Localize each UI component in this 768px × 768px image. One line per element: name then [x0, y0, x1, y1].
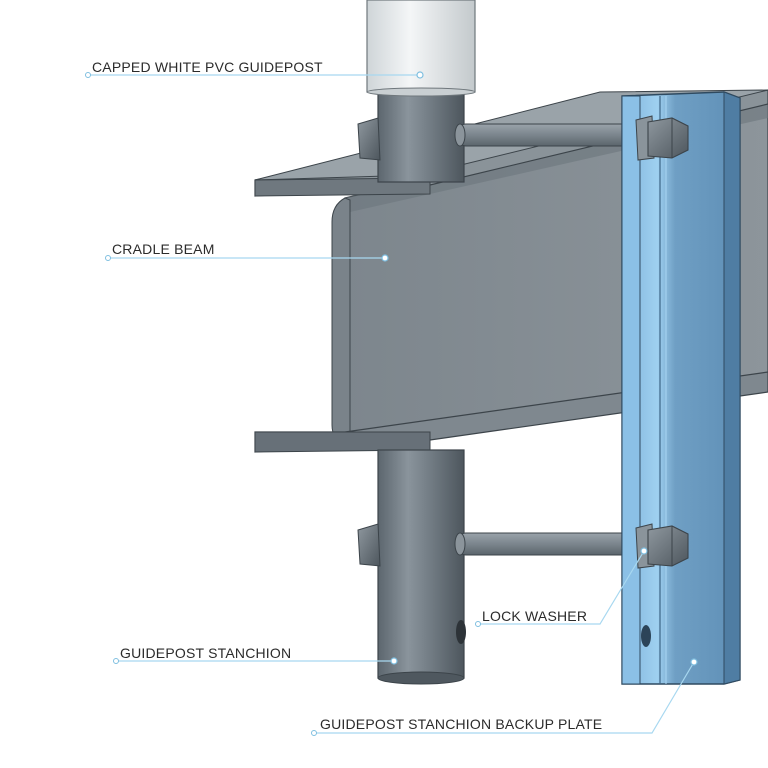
lower-right-nut	[647, 525, 689, 567]
label-guidepost-stanchion: GUIDEPOST STANCHION	[120, 645, 291, 661]
upper-left-nut	[357, 117, 381, 161]
guidepost-stanchion-backup-plate	[621, 91, 741, 685]
label-guidepost-stanchion-backup-plate: GUIDEPOST STANCHION BACKUP PLATE	[320, 716, 602, 732]
guidepost-stanchion	[377, 91, 466, 685]
label-lock-washer: LOCK WASHER	[482, 608, 587, 624]
callout-pvc-guidepost: CAPPED WHITE PVC GUIDEPOST	[85, 59, 424, 79]
callout-guidepost-stanchion: GUIDEPOST STANCHION	[113, 645, 398, 665]
callout-backup-plate: GUIDEPOST STANCHION BACKUP PLATE	[311, 658, 698, 736]
label-capped-white-pvc-guidepost: CAPPED WHITE PVC GUIDEPOST	[92, 59, 323, 75]
backup-plate-hole	[641, 625, 651, 647]
stanchion-hole	[456, 620, 466, 644]
pvc-guidepost	[366, 0, 476, 97]
upper-nut-assembly	[635, 115, 689, 161]
label-cradle-beam: CRADLE BEAM	[112, 241, 215, 257]
upper-right-nut	[647, 117, 689, 159]
callout-lock-washer: LOCK WASHER	[475, 547, 648, 627]
lower-nut-assembly	[635, 523, 689, 569]
upper-threaded-rod	[357, 117, 631, 161]
callout-cradle-beam: CRADLE BEAM	[105, 241, 389, 262]
lower-left-nut	[357, 523, 381, 567]
